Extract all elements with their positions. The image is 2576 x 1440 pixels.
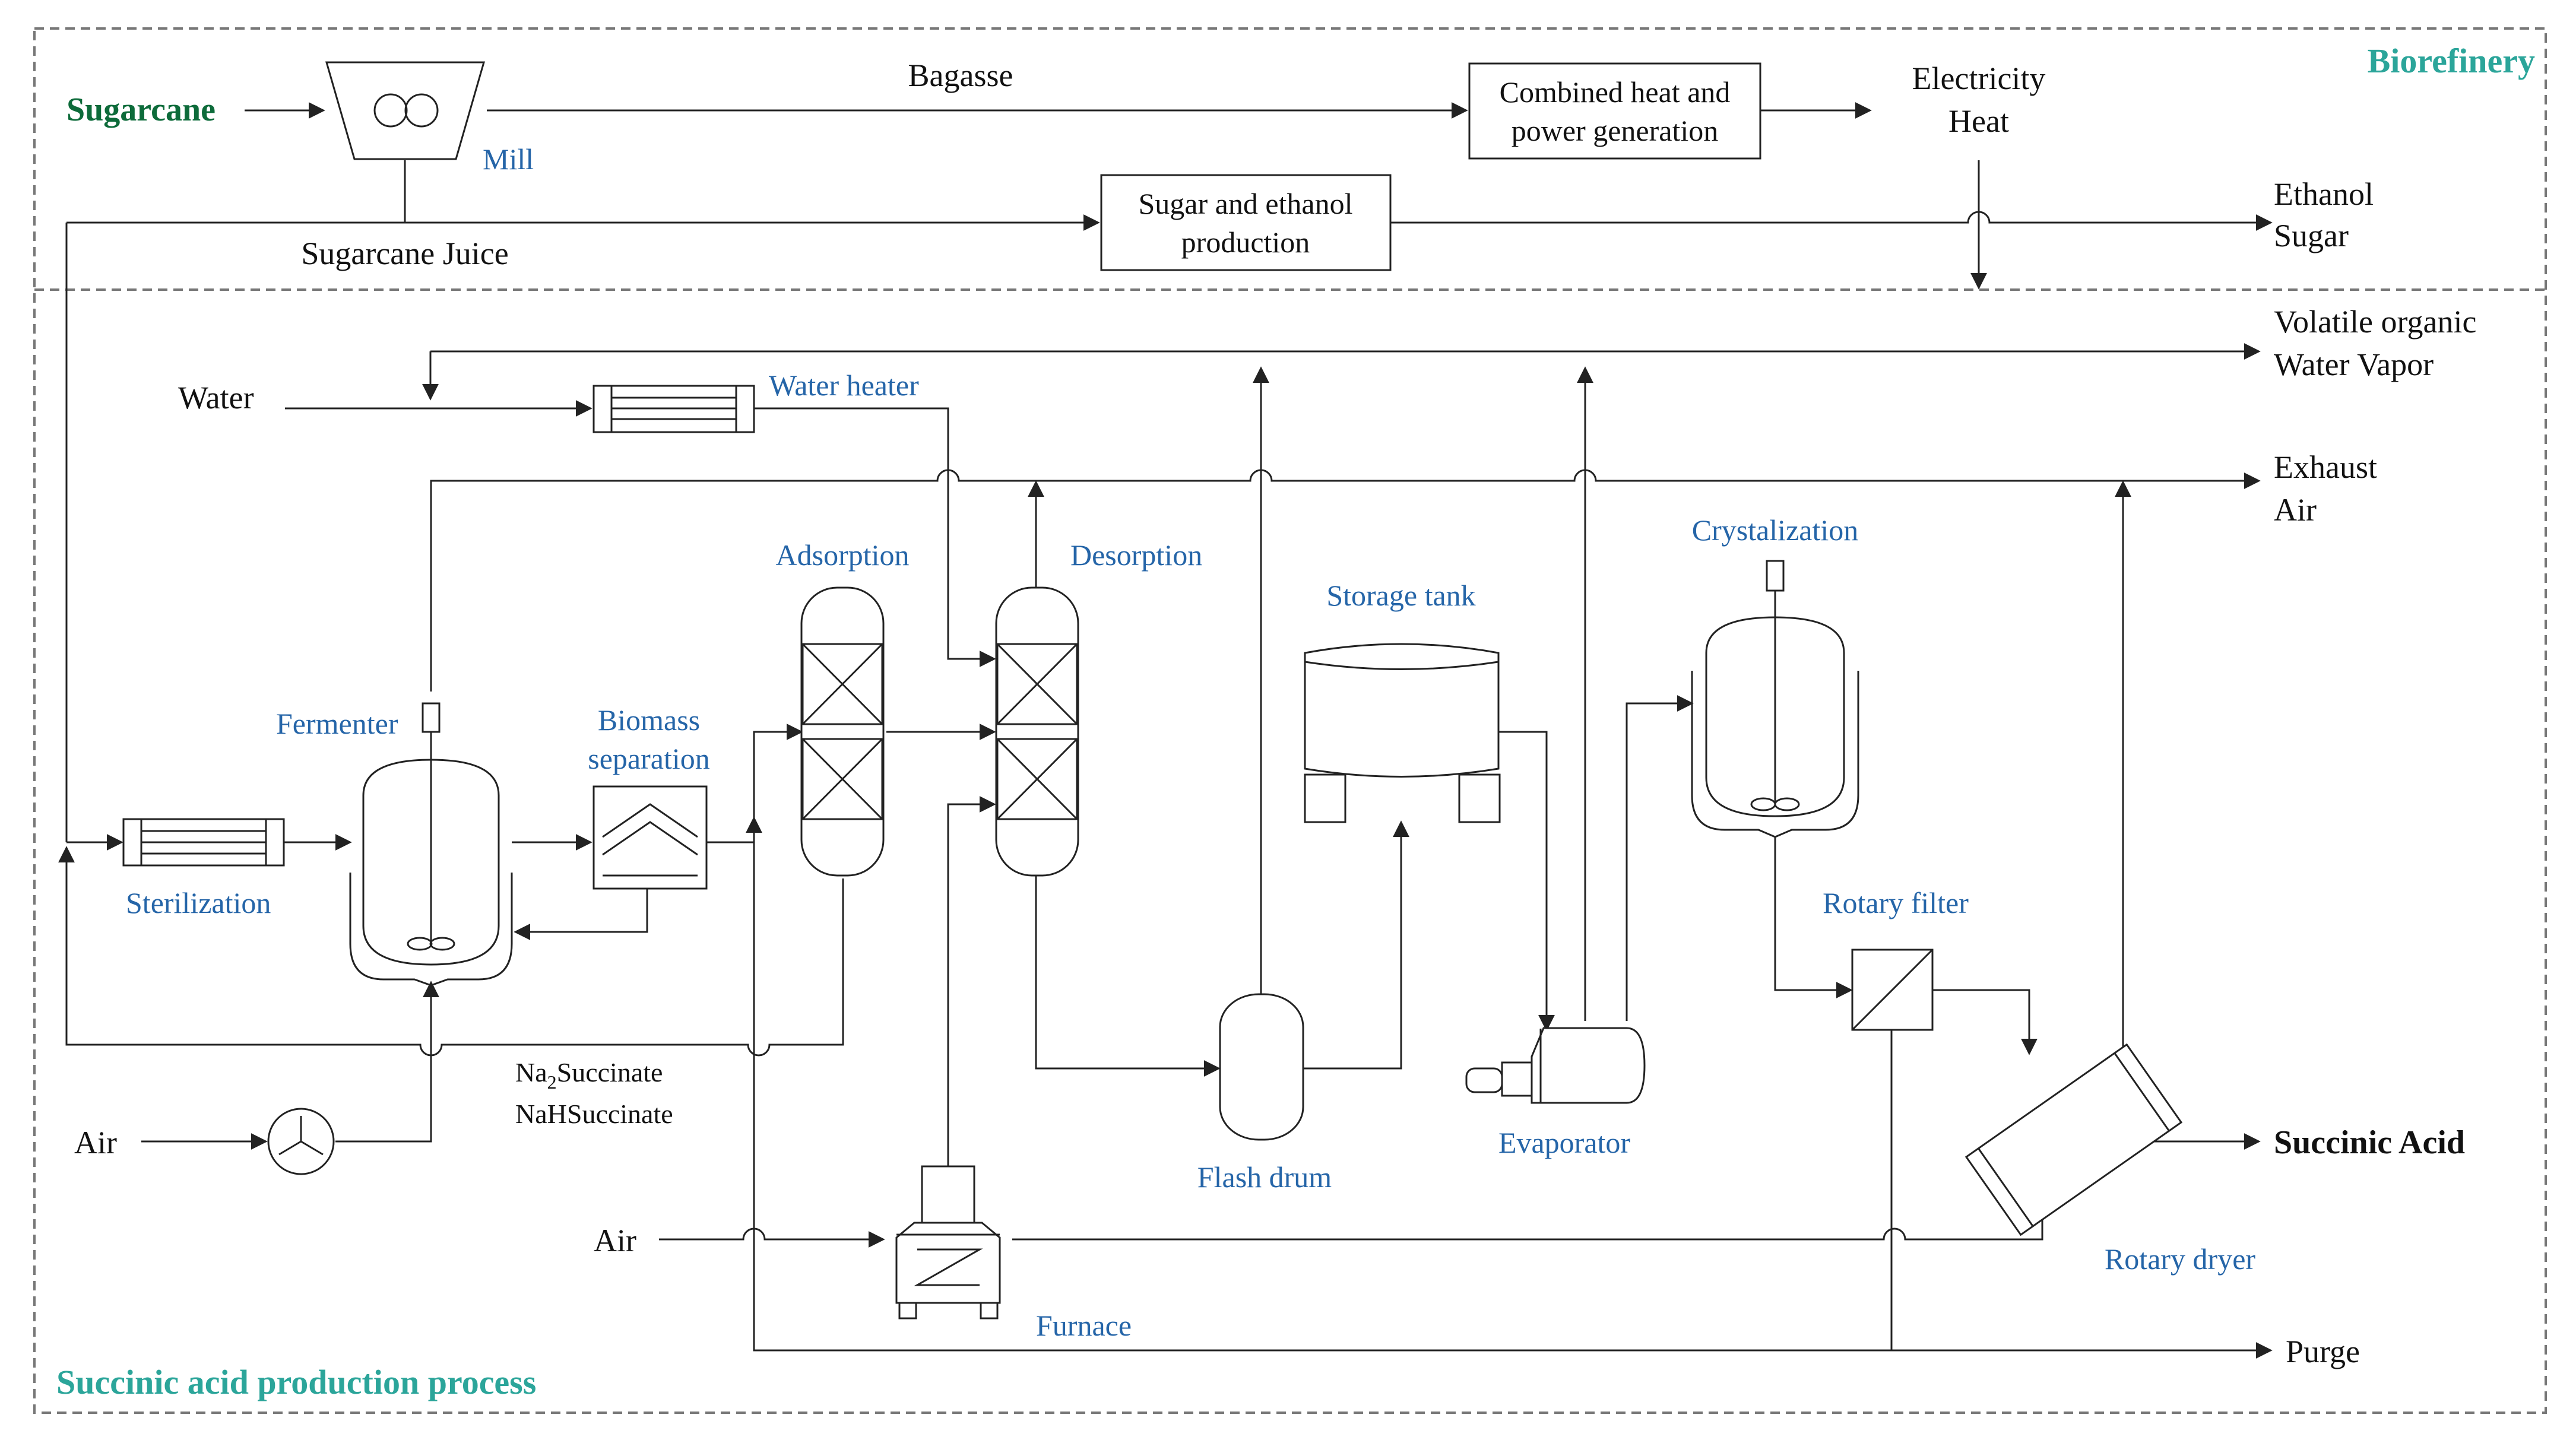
label-biomass-line2: separation [588, 742, 709, 775]
label-storage-tank: Storage tank [1326, 579, 1475, 612]
sterilizer [122, 818, 285, 867]
stream-sugarcane-juice: Sugarcane Juice [301, 236, 508, 271]
desorption-column [995, 586, 1079, 877]
fermenter [349, 702, 513, 987]
label-chp-line2: power generation [1512, 114, 1718, 147]
output-succinic-acid: Succinic Acid [2274, 1124, 2465, 1161]
stream-lines [58, 102, 2273, 1359]
input-water: Water [178, 380, 254, 415]
output-sugar: Sugar [2274, 218, 2349, 253]
stream-bagasse: Bagasse [908, 58, 1013, 93]
label-flash-drum: Flash drum [1197, 1160, 1332, 1194]
input-air-blower: Air [74, 1125, 117, 1160]
label-fermenter: Fermenter [276, 707, 398, 740]
stream-na2-succinate: Na2Succinate [515, 1057, 663, 1093]
label-evaporator: Evaporator [1498, 1126, 1630, 1159]
label-crystalization: Crystalization [1692, 513, 1859, 547]
output-volatile-organic: Volatile organic [2274, 304, 2476, 340]
rotary-dryer [1965, 1043, 2183, 1236]
chp-box [1468, 62, 1761, 160]
label-adsorption: Adsorption [776, 538, 910, 572]
label-sugar-ethanol-line1: Sugar and ethanol [1138, 187, 1352, 220]
storage-tank [1304, 643, 1501, 823]
rotary-filter [1851, 949, 1934, 1031]
section-label-succinic: Succinic acid production process [56, 1363, 536, 1401]
output-water-vapor: Water Vapor [2274, 347, 2434, 382]
water-heater [592, 385, 755, 433]
label-sterilization: Sterilization [126, 886, 271, 919]
stream-nah-succinate: NaHSuccinate [515, 1099, 673, 1129]
biomass-separator [592, 785, 708, 890]
flash-drum [1219, 993, 1304, 1141]
label-rotary-filter: Rotary filter [1823, 886, 1969, 919]
stream-electricity: Electricity [1912, 61, 2046, 96]
label-biomass-line1: Biomass [598, 703, 700, 737]
input-sugarcane: Sugarcane [66, 91, 216, 128]
output-purge: Purge [2286, 1334, 2360, 1369]
mill-roller-left [373, 93, 408, 128]
adsorption-column [800, 586, 885, 877]
furnace [895, 1165, 1001, 1320]
label-furnace: Furnace [1036, 1309, 1132, 1342]
label-water-heater: Water heater [769, 369, 919, 402]
label-desorption: Desorption [1070, 538, 1202, 572]
label-mill: Mill [483, 142, 534, 176]
output-exhaust: Exhaust [2274, 449, 2377, 485]
section-label-biorefinery: Biorefinery [2368, 42, 2535, 80]
label-sugar-ethanol-line2: production [1181, 226, 1310, 259]
blower [267, 1108, 335, 1175]
crystallizer [1691, 560, 1859, 838]
outer-boundary [33, 27, 2547, 1414]
output-ethanol: Ethanol [2274, 176, 2374, 212]
mill-roller-right [404, 93, 439, 128]
input-air-furnace: Air [594, 1223, 636, 1258]
stream-heat: Heat [1948, 103, 2009, 139]
output-exhaust-air: Air [2274, 492, 2317, 528]
label-chp-line1: Combined heat and [1500, 75, 1731, 109]
label-rotary-dryer: Rotary dryer [2105, 1242, 2255, 1276]
evaporator [1465, 1027, 1646, 1104]
sugar-ethanol-box [1100, 174, 1392, 271]
mill [325, 61, 485, 160]
